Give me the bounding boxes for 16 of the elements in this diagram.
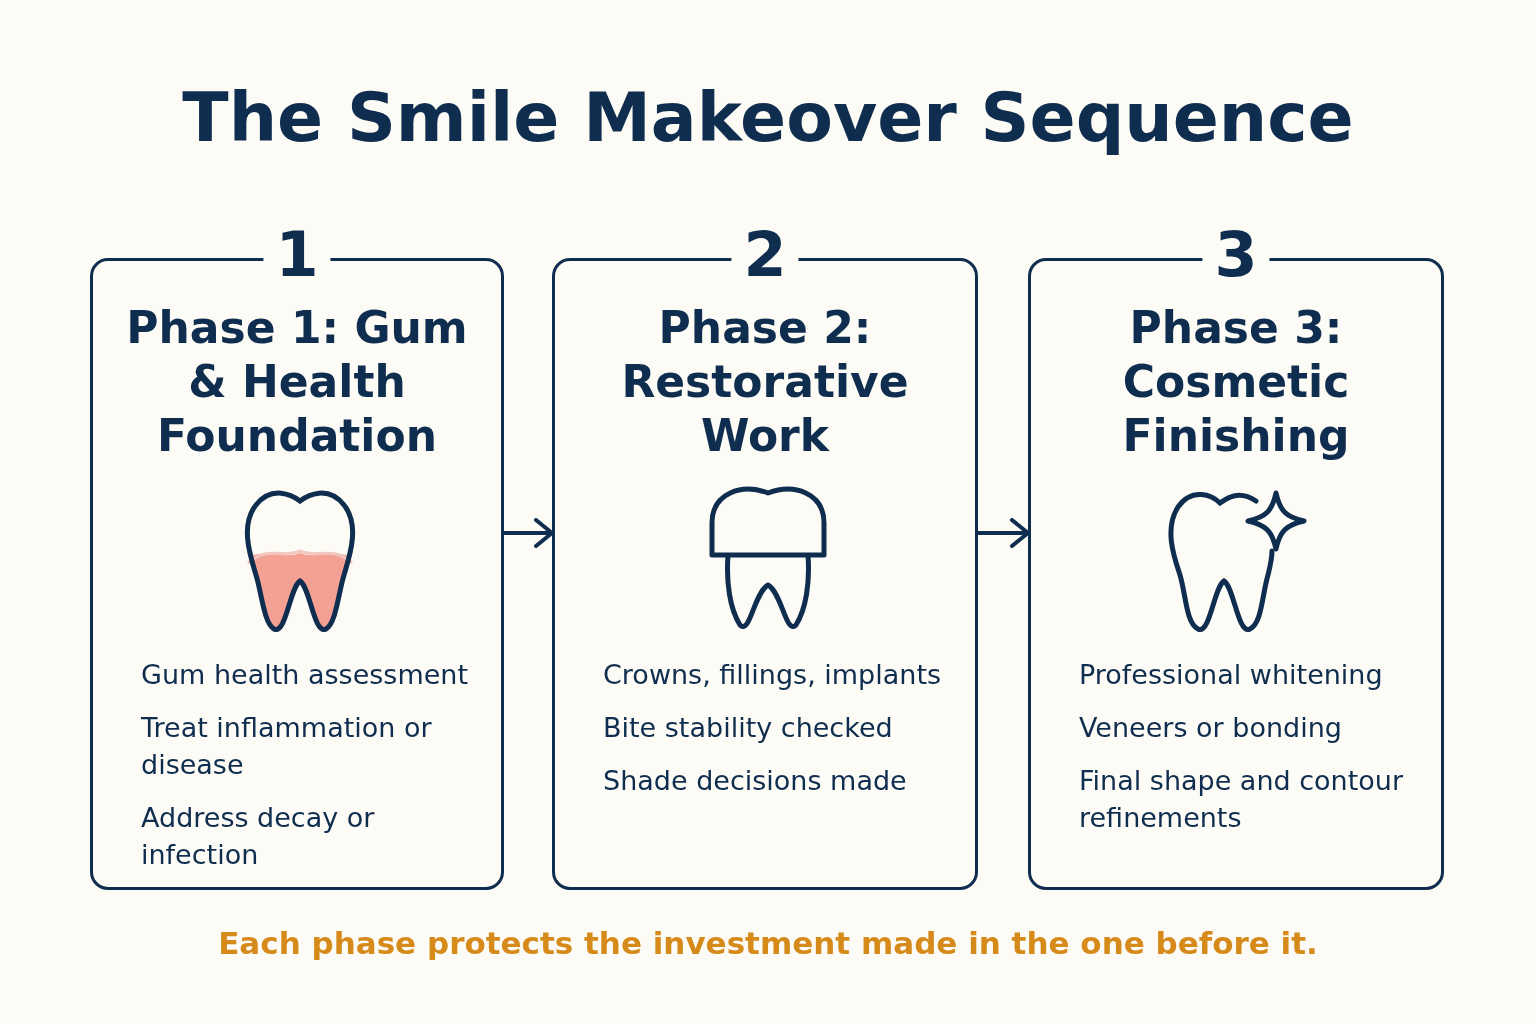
list-item: Bite stability checked (603, 711, 894, 745)
phase-heading: Phase 1: Gum & Health Foundation (125, 301, 469, 463)
arrow (504, 518, 554, 548)
list-item: Final shape and contour refinements (1079, 764, 1405, 835)
list-item: Crowns, fillings, implants (603, 658, 943, 692)
caption: Each phase protects the investment made in the one before it. (217, 925, 1319, 961)
list-item: Address decay or infection (141, 801, 376, 872)
phase-heading: Phase 3: Cosmetic Finishing (1121, 301, 1351, 463)
list-item: Veneers or bonding (1079, 711, 1343, 745)
list-item: Treat inflammation or disease (141, 711, 433, 782)
list-item: Professional whitening (1079, 658, 1384, 692)
diagram-title: The Smile Makeover Sequence (181, 78, 1355, 157)
phase-heading: Phase 2: Restorative Work (620, 301, 910, 463)
list-item: Shade decisions made (603, 764, 908, 798)
list-item: Gum health assessment (141, 658, 469, 692)
arrow (978, 518, 1030, 548)
